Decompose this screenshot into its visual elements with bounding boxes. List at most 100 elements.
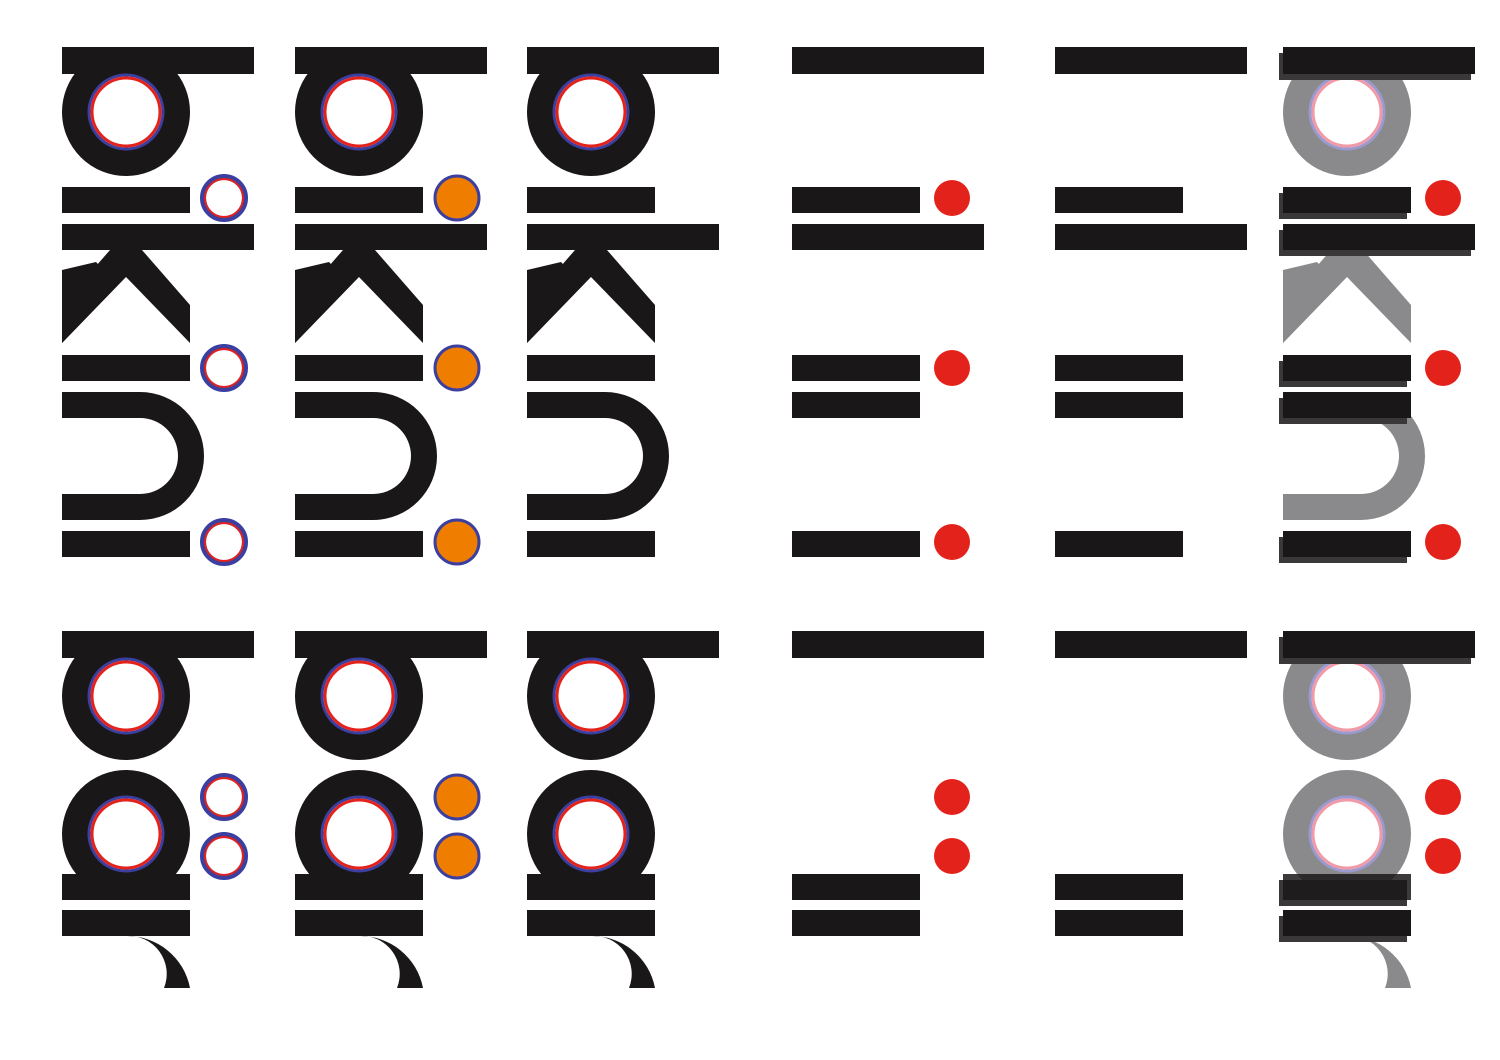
- letter-circle: [527, 48, 655, 176]
- letter-circle: [934, 350, 970, 386]
- letter-circle: [200, 518, 248, 566]
- letter-circle: [90, 76, 162, 148]
- letter-circle: [204, 348, 244, 388]
- letter-circle: [1308, 73, 1386, 151]
- letter-circle: [1308, 657, 1386, 735]
- letter-circle: [87, 795, 165, 873]
- letter-circle: [1311, 798, 1383, 870]
- letter-bar: [1283, 47, 1475, 74]
- letter-circle: [87, 657, 165, 735]
- letter-bar: [792, 531, 920, 557]
- letter-circle: [200, 773, 248, 821]
- letter-bar: [792, 355, 920, 381]
- letter-bar: [1055, 187, 1183, 213]
- letter-bar: [1283, 910, 1411, 936]
- letter-circle: [552, 795, 630, 873]
- letter-bar: [1283, 531, 1411, 557]
- letter-circle: [295, 632, 423, 760]
- letter-bar: [62, 874, 190, 900]
- letter-circle: [90, 798, 162, 870]
- letter-circle: [320, 657, 398, 735]
- letter-circle: [1311, 660, 1383, 732]
- letter-bar: [1055, 874, 1183, 900]
- red-dot: [934, 180, 970, 216]
- b-bowl-ring: [87, 73, 165, 151]
- letter-circle: [934, 779, 970, 815]
- letter-circle: [1311, 76, 1383, 148]
- letter-shape: [527, 392, 669, 520]
- letter-shape: [295, 392, 437, 520]
- bikini-variant-no-dots: [527, 47, 719, 557]
- bikini-variant-bars-only: [1055, 47, 1247, 557]
- letter-bar: [62, 531, 190, 557]
- letter-shape: [126, 935, 190, 988]
- letter-bar: [527, 355, 655, 381]
- letter-circle: [204, 836, 244, 876]
- letter-circle: [433, 773, 481, 821]
- letter-circle: [555, 660, 627, 732]
- letter-circle: [433, 518, 481, 566]
- letter-bar: [792, 631, 984, 658]
- letter-circle: [323, 76, 395, 148]
- bar-variant-grey-composite: [1279, 631, 1475, 988]
- letter-bar: [62, 910, 190, 936]
- letter-bar: [527, 874, 655, 900]
- letter-circle: [552, 73, 630, 151]
- b-bowl: [62, 48, 190, 176]
- letter-circle: [552, 657, 630, 735]
- letter-bar: [527, 187, 655, 213]
- letter-circle: [1425, 838, 1461, 874]
- letter-bar: [295, 187, 423, 213]
- letter-circle: [555, 798, 627, 870]
- bar-variant-no-dots: [527, 631, 719, 988]
- letter-circle: [1425, 350, 1461, 386]
- i-dot-orange: [433, 174, 481, 222]
- letter-bar: [792, 224, 984, 250]
- letter-shape: [62, 392, 204, 520]
- letter-circle: [90, 660, 162, 732]
- bikini-variant-grey-composite: [1279, 47, 1475, 563]
- letter-circle: [204, 777, 244, 817]
- letter-shape: [359, 935, 423, 988]
- letter-bar: [295, 531, 423, 557]
- bar-variant-outline-dots: [62, 631, 254, 988]
- letter-circle: [1308, 795, 1386, 873]
- letter-circle: [1425, 180, 1461, 216]
- letter-bar: [527, 910, 655, 936]
- letter-bar: [527, 531, 655, 557]
- letter-bar: [1283, 631, 1475, 658]
- bikini-variant-bars-dots: [792, 47, 984, 560]
- letter-shape: [295, 262, 351, 343]
- letter-shape: [1283, 262, 1339, 343]
- letter-bar: [792, 187, 920, 213]
- bikini-variant-outline-dots: [62, 47, 254, 566]
- letter-bar: [1283, 224, 1475, 250]
- bar-variant-bars-dots: [792, 631, 984, 936]
- letter-circle: [204, 178, 244, 218]
- bikini-variant-orange-dots: [295, 47, 487, 566]
- letter-bar: [1055, 47, 1247, 74]
- letter-bar: [1055, 910, 1183, 936]
- letter-bar: [1283, 874, 1411, 900]
- letter-bar: [295, 355, 423, 381]
- letter-circle: [323, 798, 395, 870]
- letter-bar: [1055, 531, 1183, 557]
- letter-circle: [934, 524, 970, 560]
- letter-bar: [295, 874, 423, 900]
- letter-bar: [295, 224, 487, 250]
- letter-circle: [200, 344, 248, 392]
- letter-circle: [320, 73, 398, 151]
- letter-bar: [1283, 187, 1411, 213]
- letter-circle: [204, 522, 244, 562]
- letter-bar: [792, 47, 984, 74]
- letter-shape: [62, 262, 118, 343]
- letter-circle: [295, 48, 423, 176]
- bar-variant-bars-only: [1055, 631, 1247, 936]
- letter-bar: [792, 392, 920, 418]
- letter-bar: [62, 187, 190, 213]
- letter-shape: [527, 262, 583, 343]
- letter-bar: [1055, 224, 1247, 250]
- i-dot-ring: [200, 174, 248, 222]
- letter-bar: [792, 910, 920, 936]
